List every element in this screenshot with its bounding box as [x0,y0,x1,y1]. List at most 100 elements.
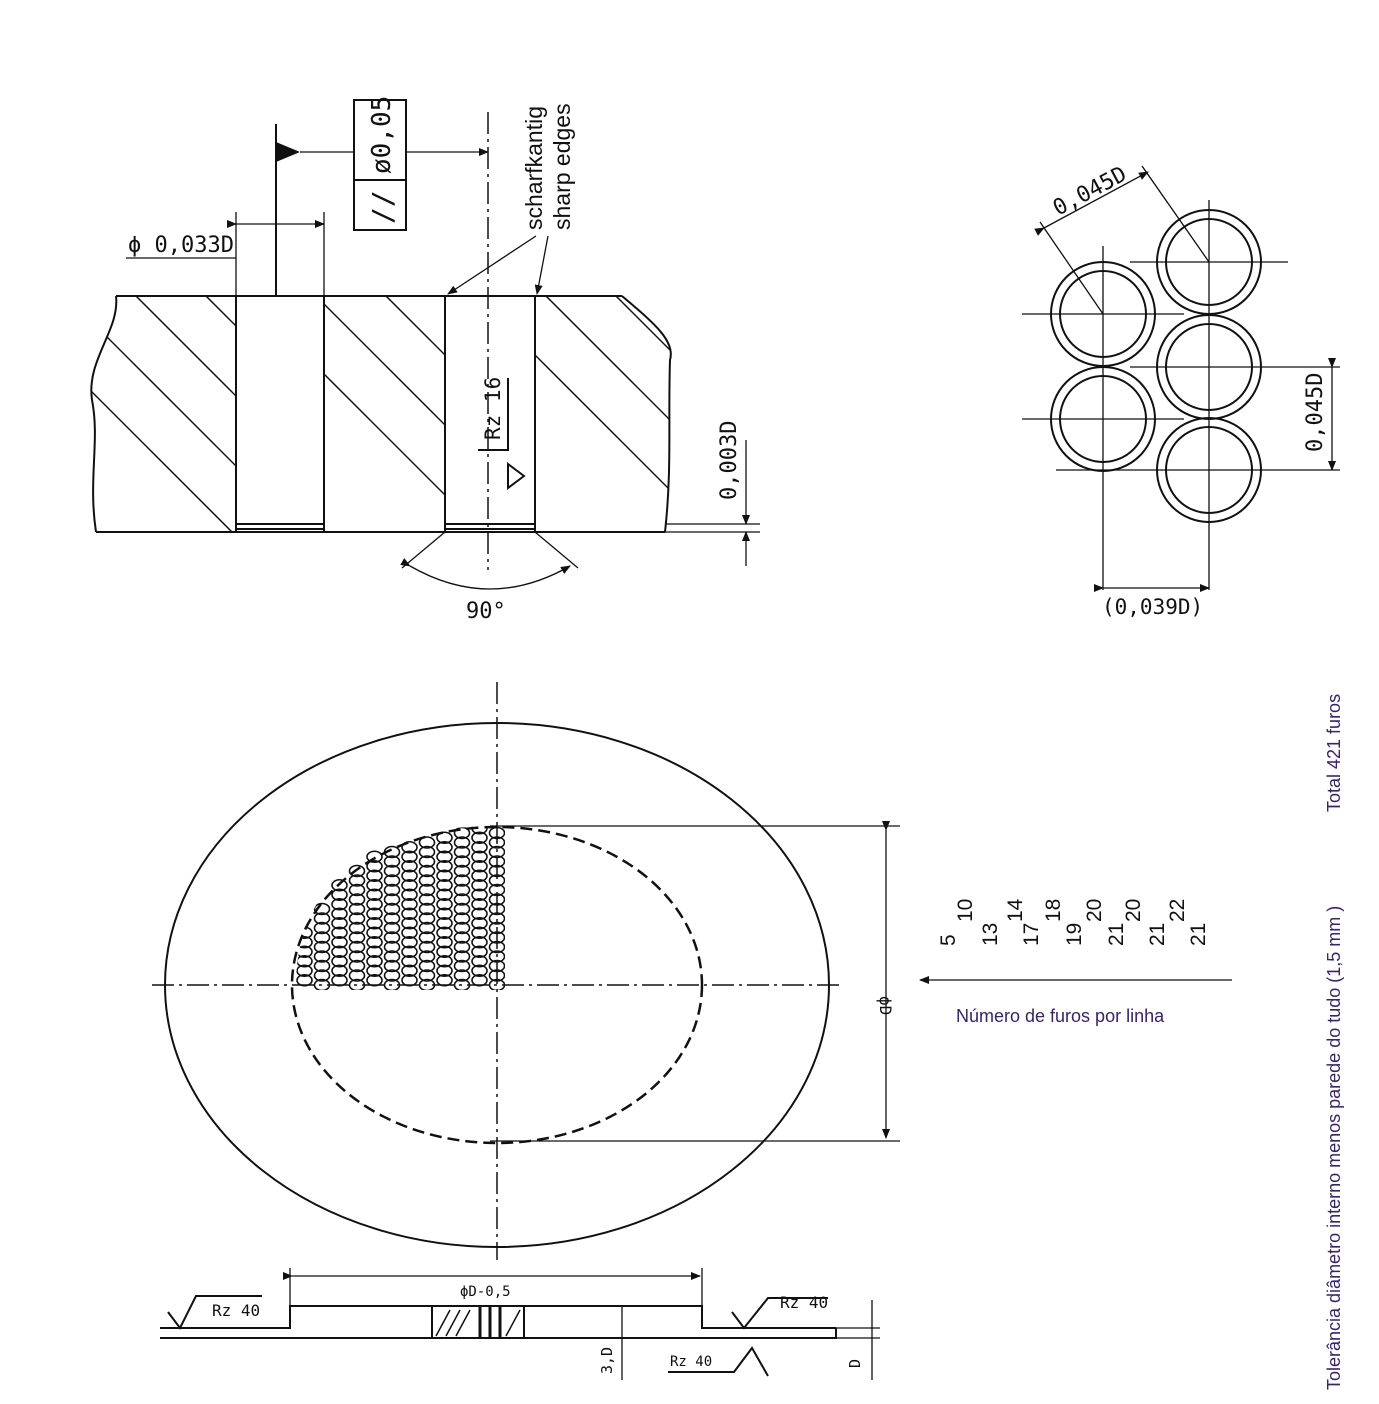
row-7-count-a: 21 [1187,923,1210,946]
perforation-hole [436,907,453,921]
perforation-hole [471,850,488,864]
perforation-hole [488,902,505,916]
section-view: ϕ 0,033D ø0,05 // scharfkantig sharp edg… [90,96,760,624]
perforation-hole [401,869,418,883]
side-outer-dim: ϕD-0,5 [460,1284,511,1300]
perforation-hole [453,931,471,944]
perforation-hole [348,912,366,925]
plate-diameter-label: ϕD [876,996,895,1015]
perforation-hole [436,926,453,940]
perforation-hole [313,921,331,935]
perforation-hole [488,921,505,935]
perforation-hole [313,959,331,973]
perforation-hole [471,916,488,930]
perforation-hole [366,926,383,940]
perforation-hole [313,978,331,990]
perforation-hole [471,897,488,911]
perforation-hole [418,874,436,887]
perforation-hole [488,864,505,878]
perforation-hole [436,850,453,864]
perforation-hole [453,959,471,973]
perforation-hole [488,931,505,944]
perforation-hole [488,978,505,990]
perforation-hole [488,883,505,897]
perforation-hole [313,902,331,916]
row-5-count-a: 21 [1105,923,1128,946]
perforation-hole [418,912,436,925]
perforation-hole [313,950,331,963]
perforation-hole [383,893,401,906]
perforation-hole [348,950,366,963]
perforation-hole [331,935,348,949]
perforation-hole [331,897,348,911]
perforation-hole [453,893,471,906]
perforation-hole [401,888,418,902]
perforation-hole [401,850,418,864]
perforation-hole [366,964,383,978]
perforation-hole [401,878,418,892]
perforation-hole [383,845,401,859]
perforation-hole [418,959,436,973]
row-2-count-a: 13 [979,923,1002,946]
perforation-hole [453,883,471,897]
perforation-hole [348,864,366,878]
perforation-hole [453,864,471,878]
side-rz-bottom: Rz 40 [670,1354,712,1370]
perforation-hole [331,926,348,940]
perforation-grid [296,826,505,990]
section-hatching [91,296,671,532]
perforation-hole [366,878,383,892]
vertical-pitch-label: 0,045D [1303,373,1328,452]
row-4-count-b: 20 [1083,899,1106,922]
perforation-hole [313,912,331,925]
perforation-hole [418,836,436,849]
hole-diameter-label: ϕ 0,033D [128,233,234,258]
perforation-hole [436,888,453,902]
perforation-hole [488,950,505,963]
perforation-hole [453,978,471,990]
row-1-count-b: 10 [954,899,977,922]
perforation-hole [471,964,488,978]
perforation-hole [383,978,401,990]
perforation-hole [366,916,383,930]
perforation-hole [366,954,383,968]
total-holes-note: Total 421 furos [1324,694,1344,812]
perforation-hole [296,973,313,987]
perforation-hole [436,869,453,883]
perforation-hole [348,940,366,954]
row-6-count-a: 21 [1146,923,1169,946]
perforation-hole [366,888,383,902]
perforation-hole [383,855,401,868]
perforation-hole [488,855,505,868]
perforation-hole [488,836,505,849]
perforation-hole [488,845,505,859]
perforation-hole [418,883,436,897]
perforation-hole [348,978,366,990]
perforation-hole [366,859,383,873]
perforation-hole [436,831,453,845]
side-rz-left: Rz 40 [212,1301,260,1320]
perforation-hole [453,902,471,916]
perforation-hole [418,940,436,954]
tolerance-note: Tolerância diâmetro interno menos parede… [1324,906,1344,1390]
perforation-hole [348,893,366,906]
perforation-hole [471,945,488,959]
row-1-count-a: 5 [937,934,960,946]
perforation-hole [471,973,488,987]
side-rz-right: Rz 40 [780,1293,828,1312]
perforation-hole [331,878,348,892]
holes-per-row: 5 10 13 14 17 18 19 20 21 20 21 22 21 [937,898,1210,946]
perforation-hole [331,916,348,930]
perforation-hole [348,931,366,944]
perforation-hole [436,916,453,930]
perforation-hole [488,893,505,906]
perforation-hole [401,859,418,873]
perforation-hole [383,969,401,982]
perforation-hole [453,845,471,859]
perforation-hole [471,878,488,892]
perforation-hole [488,940,505,954]
perforation-hole [366,973,383,987]
hole-pattern-detail: 0,045D 0,045D (0,039D) [1022,162,1340,619]
row-6-count-b: 22 [1166,899,1189,922]
perforation-hole [436,878,453,892]
